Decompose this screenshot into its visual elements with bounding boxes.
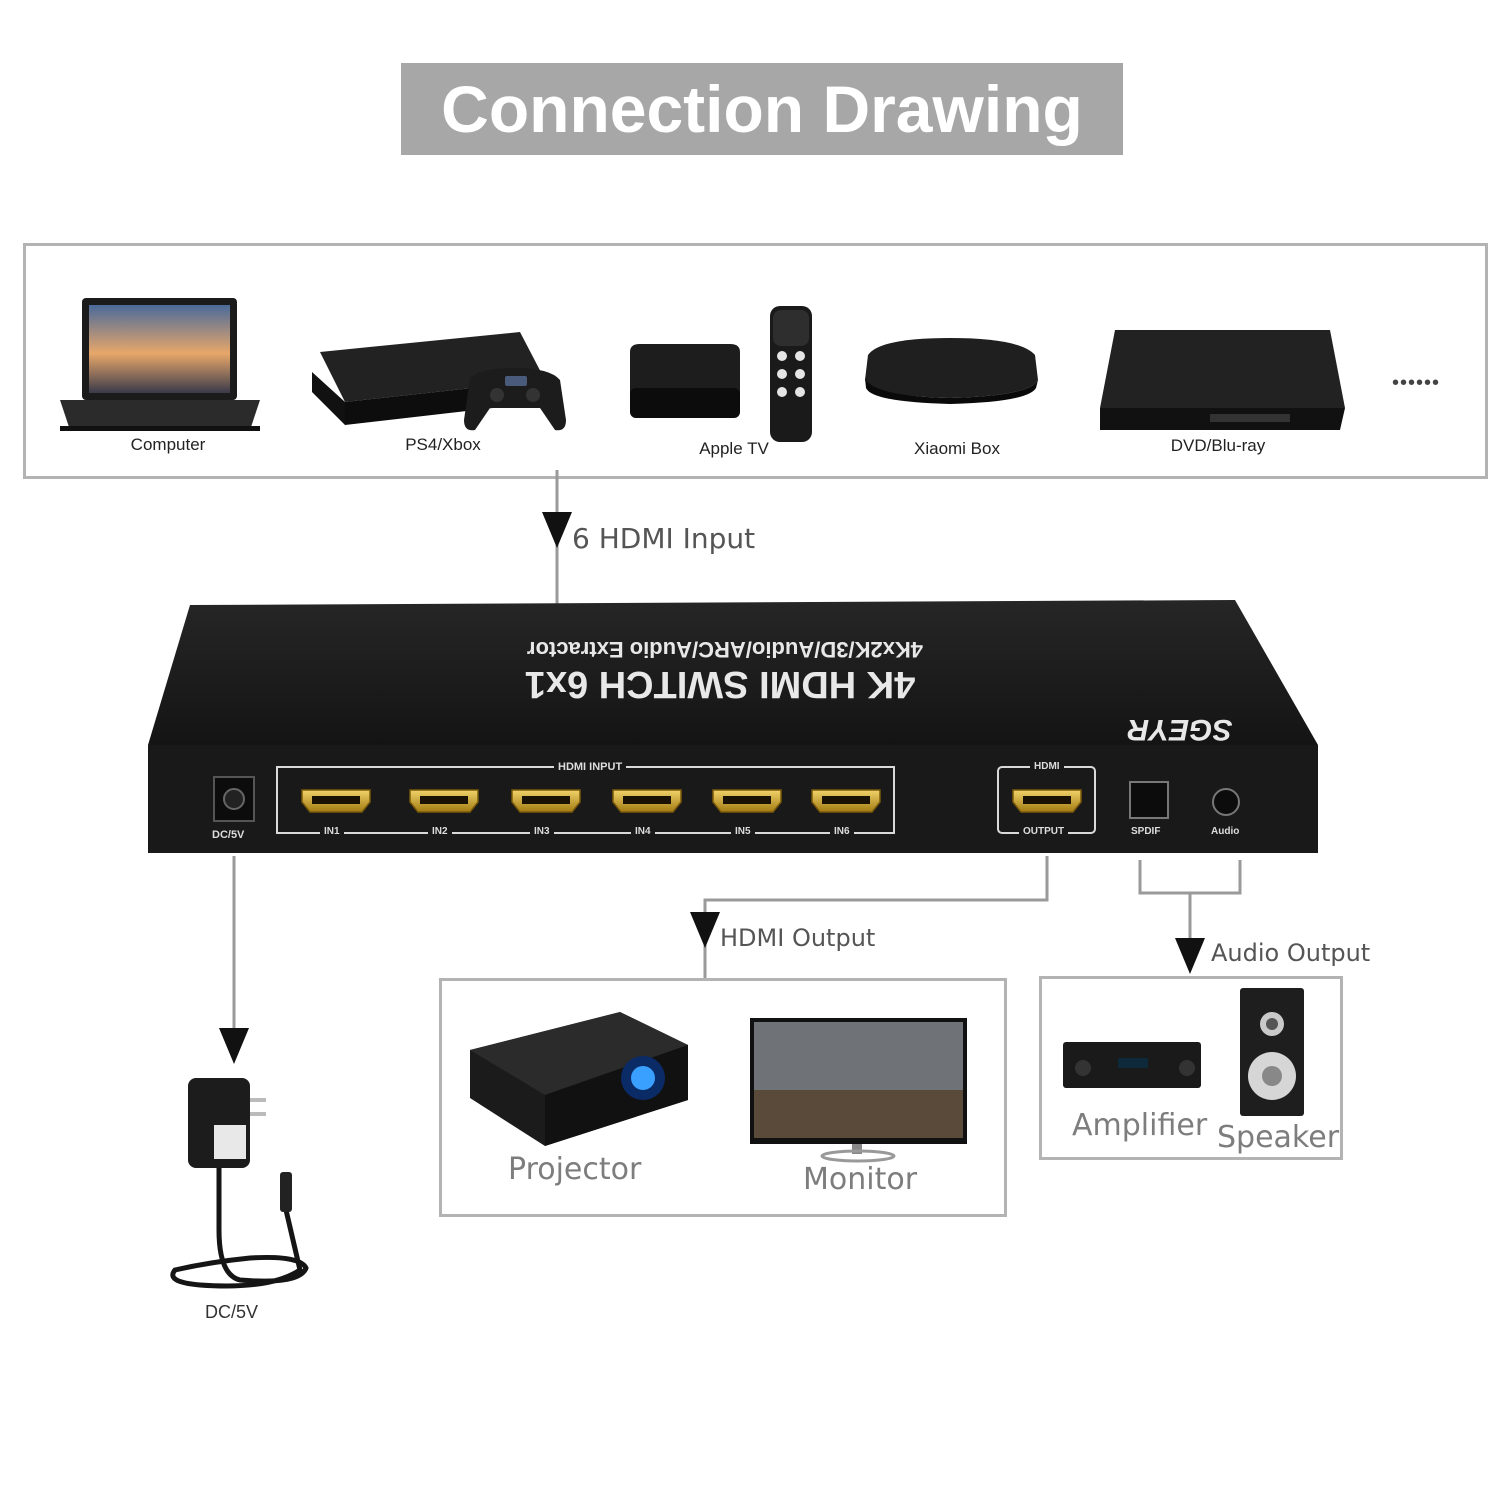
output-port-label: OUTPUT (1019, 826, 1069, 837)
input-port-label-3: IN3 (530, 826, 554, 837)
apple-tv-icon (630, 306, 812, 442)
device-brand-logo: SGEYR (1127, 713, 1233, 746)
hdmi-output-line (703, 856, 1049, 980)
power-arrow-icon (219, 1028, 249, 1064)
device-model-text: 4K HDMI SWITCH 6x1 (524, 663, 916, 705)
dvd-player-icon (1100, 330, 1345, 430)
source-label-dvd: DVD/Blu-ray (1170, 436, 1266, 455)
target-label-monitor: Monitor (803, 1162, 918, 1197)
hdmi-port-slot (723, 796, 771, 804)
input-port-label-5: IN5 (731, 826, 755, 837)
input-port-label-4: IN4 (631, 826, 655, 837)
hdmi-port-slot (420, 796, 468, 804)
page-title: Connection Drawing (441, 72, 1083, 146)
power-adapter-label: DC/5V (205, 1302, 259, 1322)
projector-icon (470, 1012, 688, 1146)
sources-box (23, 243, 1488, 479)
hdmi-targets-box (439, 978, 1007, 1217)
input-port-label-1: IN1 (320, 826, 344, 837)
target-label-amplifier: Amplifier (1072, 1108, 1208, 1143)
audio-output-line (1138, 860, 1242, 940)
amplifier-icon (1063, 1042, 1201, 1088)
hdmi-port-slot (312, 796, 360, 804)
power-adapter-icon (170, 1078, 309, 1289)
hdmi-output-label: HDMI Output (720, 924, 876, 952)
hdmi-port-group (301, 789, 1082, 813)
target-label-speaker: Speaker (1217, 1120, 1340, 1155)
audio-targets-box (1039, 976, 1343, 1160)
more-sources-indicator: •••••• (1392, 372, 1441, 394)
audio-output-arrow-icon (1175, 938, 1205, 974)
xiaomi-box-icon (865, 338, 1038, 404)
monitor-icon (750, 1018, 967, 1163)
game-console-icon (312, 332, 566, 431)
input-port-label-6: IN6 (830, 826, 854, 837)
spdif-port-label: SPDIF (1131, 826, 1161, 837)
hdmi-input-group-label: HDMI INPUT (554, 761, 627, 773)
input-flow-label: 6 HDMI Input (572, 522, 756, 555)
input-port-label-2: IN2 (428, 826, 452, 837)
speaker-icon (1240, 988, 1304, 1116)
source-label-apple-tv: Apple TV (699, 439, 769, 458)
source-label-ps4-xbox: PS4/Xbox (405, 435, 481, 454)
hdmi-port-slot (822, 796, 870, 804)
power-port-label: DC/5V (212, 829, 245, 841)
laptop-icon (60, 298, 260, 431)
hdmi-output-group-label: HDMI (1030, 761, 1064, 772)
source-label-computer: Computer (130, 435, 206, 454)
title-banner: Connection Drawing (401, 63, 1123, 155)
hdmi-output-arrow-icon (690, 912, 720, 948)
source-label-xiaomi-box: Xiaomi Box (914, 439, 1000, 458)
audio-port-label: Audio (1211, 826, 1240, 837)
device-features-text: 4Kx2K/3D/Audio/ARC/Audio Extractor (526, 637, 924, 662)
hdmi-port-slot (623, 796, 671, 804)
input-arrow-icon (542, 512, 572, 548)
audio-output-label: Audio Output (1211, 939, 1371, 967)
hdmi-port-slot (522, 796, 570, 804)
target-label-projector: Projector (508, 1152, 642, 1187)
hdmi-port-slot (1023, 796, 1071, 804)
